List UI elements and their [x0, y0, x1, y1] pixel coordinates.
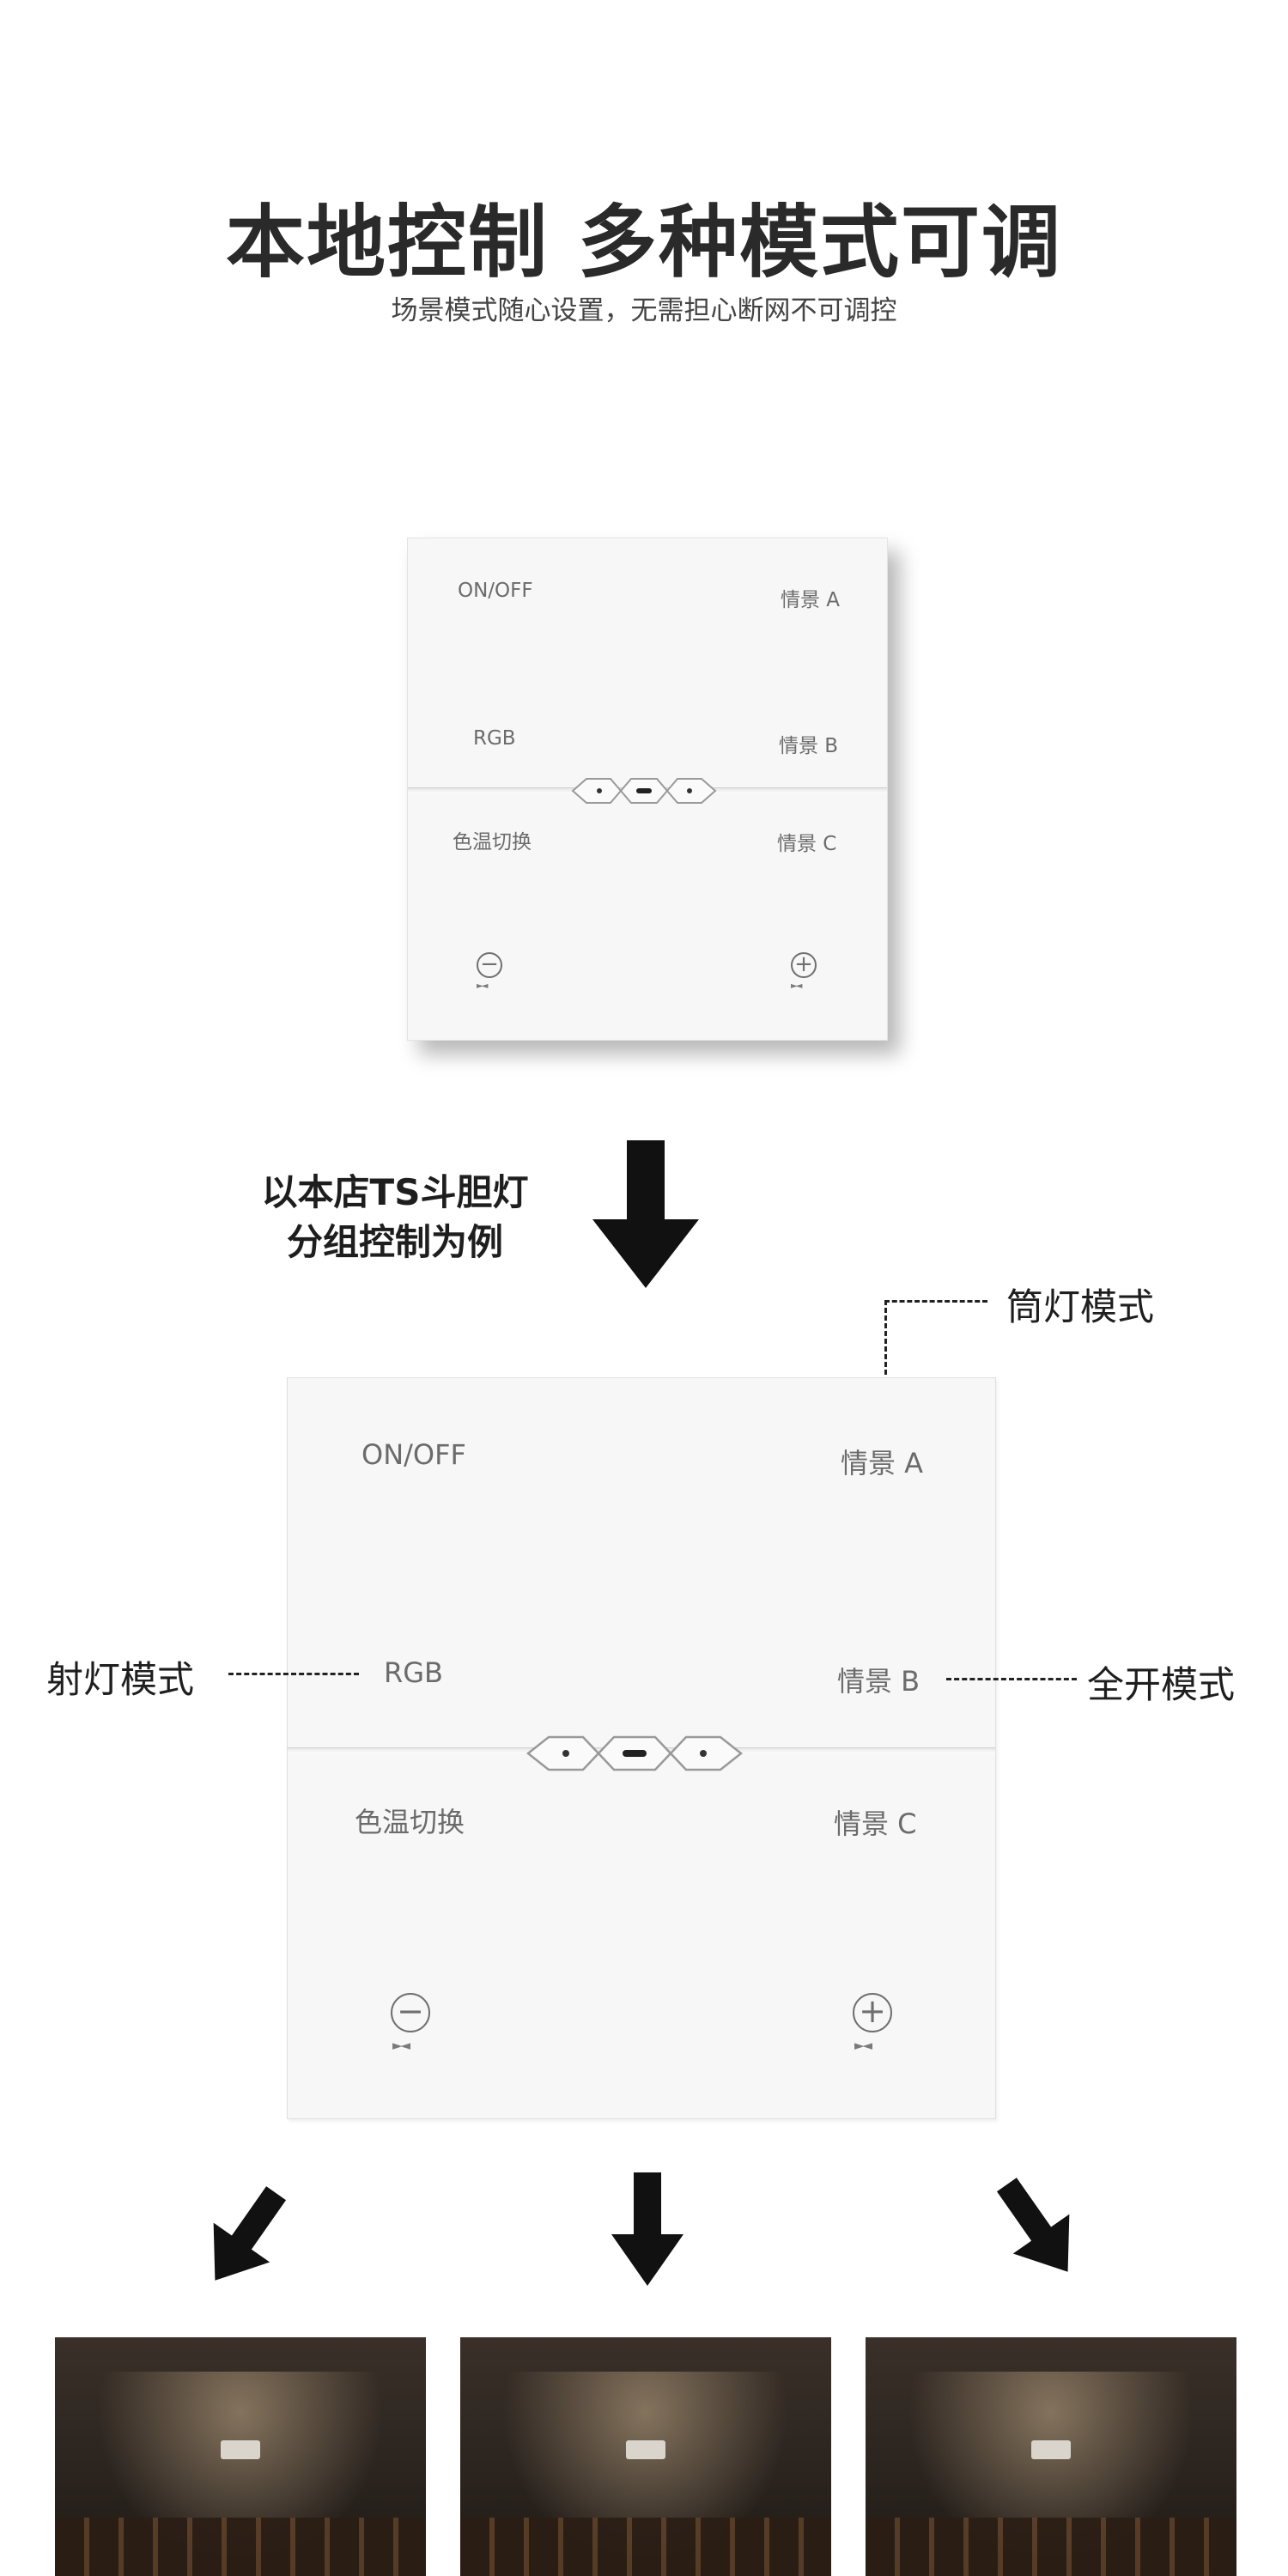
dim-down-arrows-icon: ►◄: [477, 981, 488, 991]
switch-panel-large: ON/OFF 情景 A RGB 情景 B 色温切换 情景 C − ►◄ + ►◄: [287, 1377, 996, 2119]
switch-panel-small: ON/OFF 情景 A RGB 情景 B 色温切换 情景 C − ►◄ + ►◄: [407, 538, 888, 1041]
ceiling-slats: [460, 2518, 831, 2576]
arrow-down-left-icon: [213, 2186, 287, 2281]
minus-icon: −: [391, 1993, 430, 2032]
label-scene-b: 情景 B: [837, 1665, 920, 1698]
label-scene-a: 情景 A: [841, 1447, 924, 1479]
label-on-off: ON/OFF: [361, 1438, 466, 1471]
annotation-line-horizontal: [946, 1678, 1077, 1680]
arrow-down-icon: [592, 1140, 699, 1288]
page-subtitle: 场景模式随心设置，无需担心断网不可调控: [391, 295, 897, 326]
plus-icon: +: [853, 1993, 892, 2032]
dim-up-arrows-icon: ►◄: [791, 981, 802, 991]
annotation-all-on-mode: 全开模式: [1087, 1664, 1235, 1707]
label-on-off: ON/OFF: [458, 580, 533, 602]
scene-photo-all-on: [866, 2337, 1236, 2576]
caption-line-1: 以本店TS斗胆灯: [261, 1171, 529, 1213]
label-rgb: RGB: [384, 1656, 443, 1689]
ceiling-slats: [55, 2518, 426, 2576]
label-color-temp: 色温切换: [453, 831, 532, 854]
label-rgb: RGB: [473, 727, 516, 750]
light-fixture-icon: [1031, 2440, 1071, 2459]
example-caption: 以本店TS斗胆灯 分组控制为例: [232, 1168, 558, 1267]
page-title: 本地控制 多种模式可调: [225, 197, 1063, 289]
plus-icon: +: [791, 952, 817, 978]
ceiling-slats: [866, 2518, 1236, 2576]
label-scene-c: 情景 C: [834, 1807, 917, 1840]
annotation-spotlight-mode: 射灯模式: [46, 1659, 194, 1702]
scene-photo-spotlight: [55, 2337, 426, 2576]
arrow-down-right-icon: [996, 2178, 1070, 2272]
label-scene-c: 情景 C: [777, 833, 837, 855]
dim-up-arrows-icon: ►◄: [854, 2038, 872, 2053]
dim-down-arrows-icon: ►◄: [392, 2038, 410, 2053]
caption-line-2: 分组控制为例: [286, 1221, 503, 1263]
indicator-buttons: [526, 1735, 744, 1771]
annotation-line-horizontal: [228, 1673, 359, 1675]
arrow-down-icon: [611, 2172, 683, 2286]
light-fixture-icon: [626, 2440, 665, 2459]
scene-photo-downlight: [460, 2337, 831, 2576]
annotation-downlight-mode: 筒灯模式: [1006, 1286, 1154, 1329]
minus-icon: −: [477, 952, 502, 978]
label-scene-b: 情景 B: [779, 735, 839, 757]
label-color-temp: 色温切换: [355, 1806, 465, 1838]
indicator-buttons: [571, 778, 717, 804]
annotation-line-vertical: [884, 1300, 887, 1429]
light-fixture-icon: [221, 2440, 260, 2459]
label-scene-a: 情景 A: [781, 589, 841, 611]
annotation-line-horizontal: [884, 1300, 987, 1303]
